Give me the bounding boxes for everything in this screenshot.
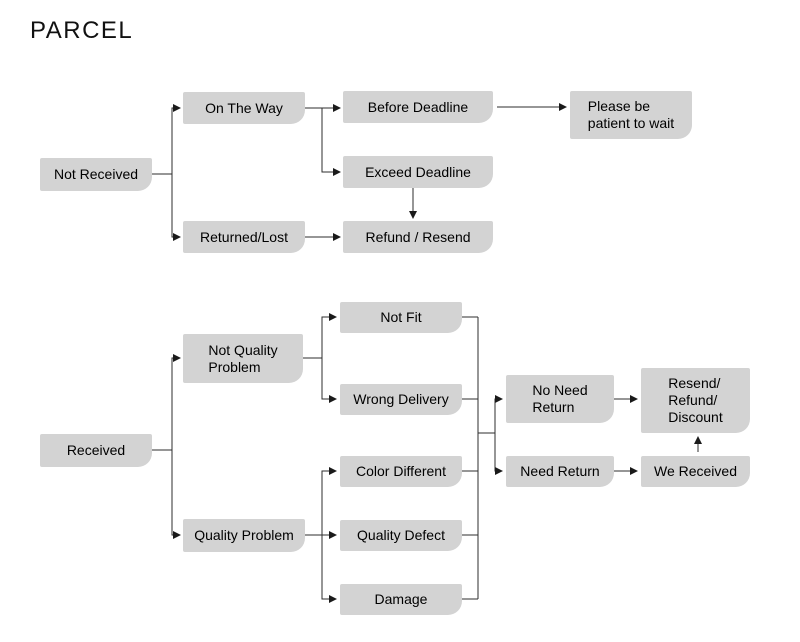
node-on-the-way: On The Way	[183, 92, 305, 124]
edge-nqp-to-not-fit	[321, 313, 337, 358]
node-label: Please be patient to wait	[587, 98, 675, 131]
rail-reason-stubs	[462, 316, 478, 600]
node-we-received: We Received	[641, 456, 750, 487]
node-need-return: Need Return	[506, 456, 614, 487]
node-not-quality-problem: Not Quality Problem	[183, 334, 303, 383]
node-refund-resend: Refund / Resend	[343, 221, 493, 253]
edge-not-received-to-on-the-way	[171, 104, 181, 174]
node-resend-refund-discount: Resend/ Refund/ Discount	[641, 368, 750, 433]
edge-rail-to-need-return	[494, 433, 503, 475]
node-before-deadline: Before Deadline	[343, 91, 493, 123]
node-label: Quality Problem	[194, 527, 294, 543]
edge-not-received-to-returned-lost	[171, 174, 181, 241]
node-damage: Damage	[340, 584, 462, 615]
node-label: Exceed Deadline	[365, 163, 471, 180]
edge-nqp-to-wrong-delivery	[321, 358, 337, 403]
node-label: Color Different	[355, 463, 446, 479]
edge-received-to-not-quality-problem	[171, 354, 181, 450]
node-label: Wrong Delivery	[353, 391, 449, 407]
edge-rail-to-no-need-return	[494, 395, 503, 433]
node-received: Received	[40, 434, 152, 467]
node-not-received: Not Received	[40, 158, 152, 191]
node-please-be-patient: Please be patient to wait	[570, 91, 692, 139]
node-label: Received	[66, 442, 126, 458]
node-quality-problem: Quality Problem	[183, 519, 305, 552]
diagram-title: PARCEL	[30, 17, 134, 44]
node-label: On The Way	[205, 99, 283, 116]
node-label: No Need Return	[532, 382, 588, 415]
node-exceed-deadline: Exceed Deadline	[343, 156, 493, 188]
node-label: Damage	[374, 591, 428, 607]
edge-qp-to-color-different	[321, 467, 337, 535]
node-label: Quality Defect	[357, 527, 445, 543]
node-quality-defect: Quality Defect	[340, 520, 462, 551]
node-label: Resend/ Refund/ Discount	[668, 375, 723, 425]
node-not-fit: Not Fit	[340, 302, 462, 333]
node-label: Returned/Lost	[200, 228, 288, 245]
node-label: Not Received	[53, 166, 139, 182]
node-no-need-return: No Need Return	[506, 375, 614, 423]
node-color-different: Color Different	[340, 456, 462, 487]
node-wrong-delivery: Wrong Delivery	[340, 384, 462, 415]
node-label: Before Deadline	[367, 98, 469, 115]
node-label: Not Fit	[380, 309, 422, 325]
node-label: We Received	[653, 463, 737, 479]
edge-qp-to-damage	[321, 535, 337, 603]
node-label: Refund / Resend	[365, 228, 471, 245]
node-returned-lost: Returned/Lost	[183, 221, 305, 253]
node-label: Need Return	[520, 463, 600, 479]
node-label: Not Quality Problem	[208, 341, 278, 375]
edge-received-to-quality-problem	[171, 450, 181, 539]
edge-on-the-way-to-exceed-deadline	[321, 108, 341, 176]
